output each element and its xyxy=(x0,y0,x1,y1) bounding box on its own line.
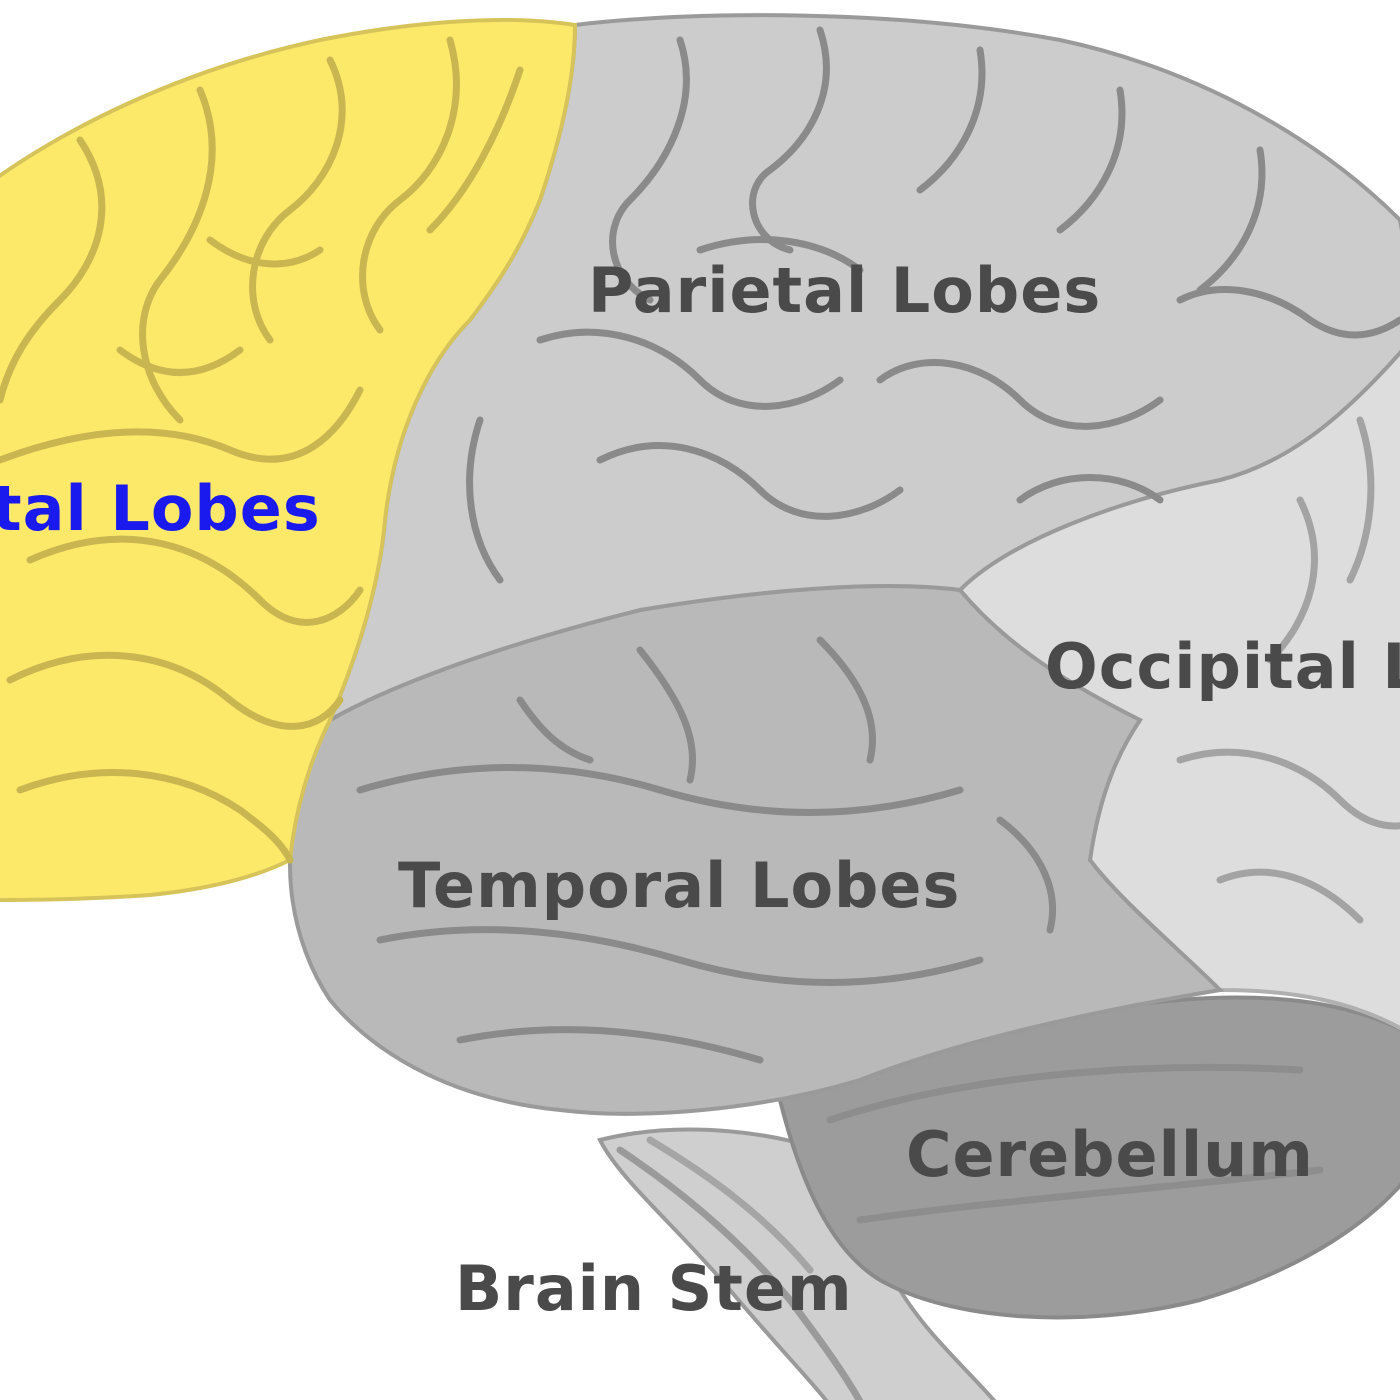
brain-stem-label: Brain Stem xyxy=(455,1252,853,1325)
parietal-lobes-label: Parietal Lobes xyxy=(588,254,1101,327)
occipital-lobe-label: Occipital L xyxy=(1045,630,1400,703)
cerebellum-label: Cerebellum xyxy=(906,1118,1314,1191)
temporal-lobes-label: Temporal Lobes xyxy=(398,849,960,922)
frontal-lobes-label: tal Lobes xyxy=(0,472,321,545)
